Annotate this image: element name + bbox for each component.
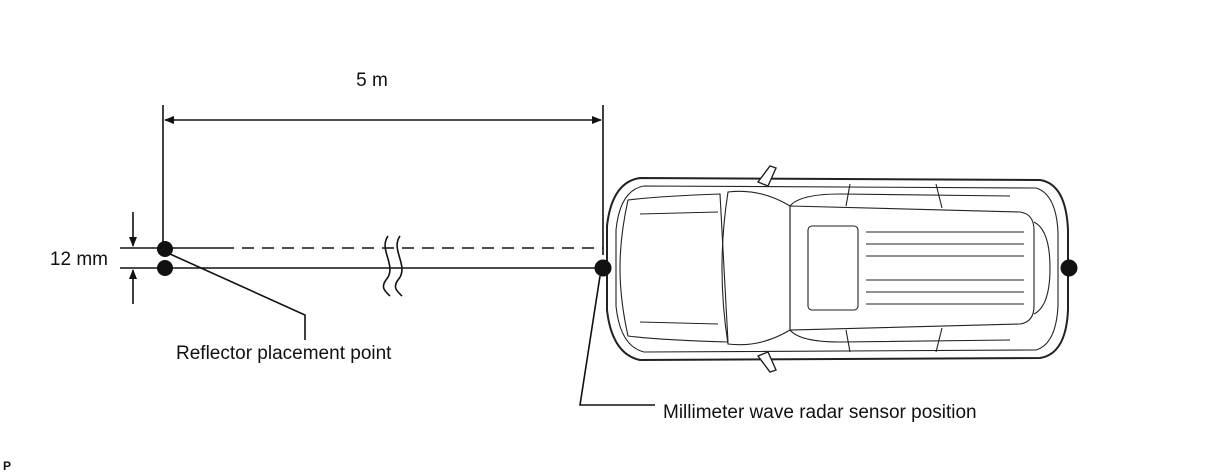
windshield [721, 190, 791, 346]
distance-dimension: 5 m [162, 70, 604, 255]
reflector-label: Reflector placement point [176, 343, 392, 364]
reflector-leader [169, 253, 306, 340]
mirror-right [756, 351, 777, 373]
break-mark-right [394, 235, 403, 297]
side-window-line-left [789, 193, 1011, 207]
rear-glass [1033, 221, 1051, 315]
vehicle-top-view [606, 165, 1069, 373]
reflector-point-upper [157, 241, 173, 257]
hood-line-top [639, 211, 719, 215]
roof [789, 205, 1035, 331]
distance-label: 5 m [356, 70, 388, 91]
radar-sensor-point [594, 259, 612, 277]
offset-dimension: 12 mm [50, 212, 163, 304]
vehicle-rear-point [1060, 259, 1078, 277]
pillar-b-right [845, 329, 851, 353]
vehicle-body-inner [615, 185, 1059, 353]
offset-label: 12 mm [50, 249, 108, 270]
sunroof [807, 225, 859, 311]
corner-code: P [3, 459, 11, 473]
hood-line-bottom [639, 321, 719, 325]
hood [619, 193, 729, 343]
side-window-line-right [789, 329, 1011, 343]
mirror-left [756, 165, 777, 187]
reflector-point-lower [157, 260, 173, 276]
pillar-c-left [935, 183, 943, 209]
sensor-label: Millimeter wave radar sensor position [663, 402, 977, 423]
sensor-leader [579, 275, 655, 406]
vehicle-body [606, 176, 1069, 362]
pillar-b-left [845, 183, 851, 207]
pillar-c-right [935, 327, 943, 353]
roof-ribs [866, 231, 1024, 305]
break-mark-left [382, 235, 391, 297]
